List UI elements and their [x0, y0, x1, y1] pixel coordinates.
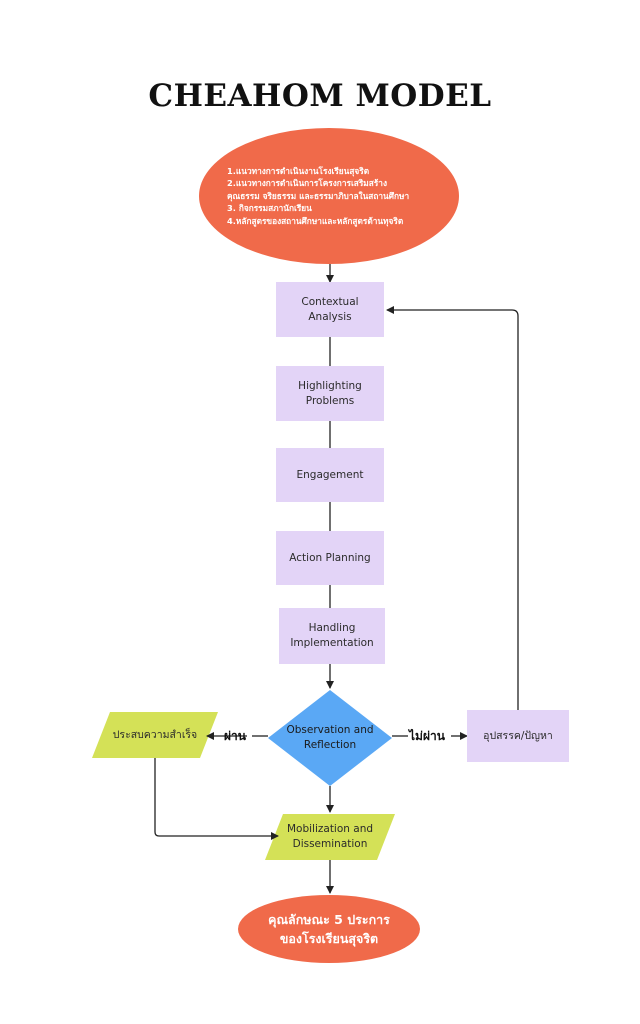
obstacle-box: อุปสรรค/ปัญหา	[467, 710, 569, 762]
input-source-2-continued: คุณธรรม จริยธรรม และธรรมาภิบาลในสถานศึกษ…	[227, 190, 410, 201]
mobilization-parallelogram	[265, 814, 395, 860]
input-source-1: 1.แนวทางการดำเนินงานโรงเรียนสุจริต	[227, 165, 370, 176]
step-handling-implementation: Handling Implementation	[279, 608, 385, 664]
result-oval: คุณลักษณะ 5 ประการ ของโรงเรียนสุจริต	[238, 895, 420, 963]
step-action-planning: Action Planning	[276, 531, 384, 585]
decision-label: Observation and Reflection	[286, 724, 374, 751]
decision-diamond	[268, 690, 392, 786]
step-highlighting-problems: Highlighting Problems	[276, 366, 384, 421]
connector-success-to-mobilization	[154, 758, 279, 840]
step-engagement: Engagement	[276, 448, 384, 502]
result-line-2: ของโรงเรียนสุจริต	[279, 931, 379, 946]
mobilization-label: Mobilization and Dissemination	[286, 823, 374, 850]
step-contextual-analysis: Contextual Analysis	[276, 282, 384, 337]
input-source-4: 4.หลักสูตรของสถานศึกษาและหลักสูตรต้านทุจ…	[227, 215, 404, 226]
success-label: ประสบความสำเร็จ	[112, 728, 198, 741]
success-parallelogram	[92, 712, 218, 758]
pass-label: ผ่าน	[224, 729, 246, 743]
input-source-2: 2.แนวทางการดำเนินการโครงการเสริมสร้าง	[227, 178, 387, 189]
loop-obstacle-to-contextual	[386, 306, 519, 710]
result-line-1: คุณลักษณะ 5 ประการ	[268, 912, 390, 927]
diagram-title: CHEAHOM MODEL	[148, 78, 492, 114]
fail-label: ไม่ผ่าน	[409, 729, 445, 743]
input-source-3: 3. กิจกรรมสภานักเรียน	[227, 203, 312, 214]
input-sources-oval: 1.แนวทางการดำเนินงานโรงเรียนสุจริต 2.แนว…	[199, 128, 459, 264]
